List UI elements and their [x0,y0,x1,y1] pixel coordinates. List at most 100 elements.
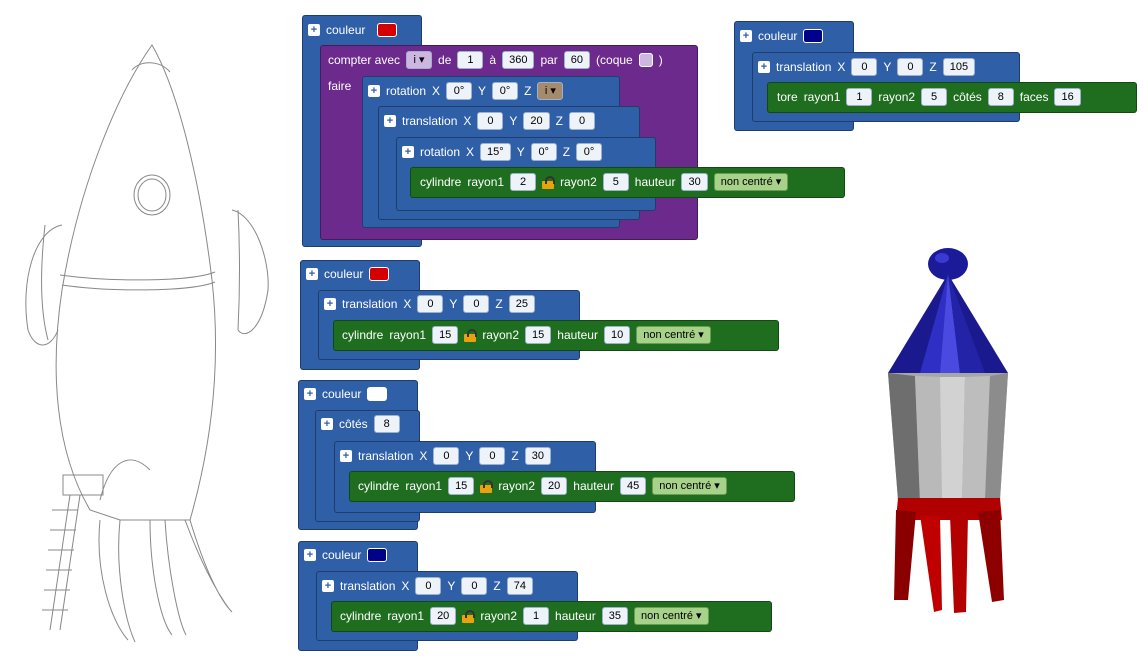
rotation-x-input[interactable]: 0° [446,82,473,100]
hauteur-label: hauteur [557,328,598,342]
translation-x-input[interactable]: 0 [417,295,444,313]
rayon1-input[interactable]: 1 [846,88,873,106]
rotation-y-input[interactable]: 0° [492,82,519,100]
loop-a-label: à [489,53,497,67]
rotation-label: rotation [420,145,461,159]
translation-x-input[interactable]: 0 [415,577,442,595]
translation-y-input[interactable]: 0 [463,295,490,313]
translation-y-input[interactable]: 20 [523,112,550,130]
lock-icon[interactable] [542,176,556,189]
translation-y-input[interactable]: 0 [461,577,488,595]
rotation-z-variable[interactable]: i ▾ [537,82,564,100]
plus-icon[interactable]: + [740,30,752,42]
color-swatch[interactable] [803,29,824,43]
rotation-x-input[interactable]: 15° [480,143,511,161]
faces-input[interactable]: 16 [1054,88,1081,106]
plus-icon[interactable]: + [304,388,316,400]
lock-icon[interactable] [462,610,476,623]
plus-icon[interactable]: + [324,298,336,310]
x-label: X [419,449,428,463]
rocket-sketch [25,44,269,643]
x-label: X [403,297,412,311]
plus-icon[interactable]: + [308,24,320,36]
cylindre-label: cylindre [420,175,462,189]
translation-y-input[interactable]: 0 [479,447,506,465]
hauteur-input[interactable]: 45 [619,477,647,495]
y-label: Y [516,145,525,159]
cylinder-block-4[interactable] [331,601,772,632]
plus-icon[interactable]: + [758,61,770,73]
rayon2-label: rayon2 [878,90,916,104]
loop-step-input[interactable]: 60 [563,51,591,69]
rayon1-label: rayon1 [387,609,425,623]
translation-x-input[interactable]: 0 [477,112,504,130]
rayon2-label: rayon2 [480,609,518,623]
translation-z-input[interactable]: 74 [506,577,533,595]
rayon2-label: rayon2 [482,328,520,342]
translation-x-input[interactable]: 0 [851,58,878,76]
plus-icon[interactable]: + [384,115,396,127]
couleur-label: couleur [324,267,364,281]
loop-coque-label: (coque [596,53,633,67]
rotation-z-input[interactable]: 0° [576,143,603,161]
plus-icon[interactable]: + [322,580,334,592]
coque-checkbox[interactable] [638,53,653,67]
rayon2-input[interactable]: 15 [525,326,552,344]
rayon1-input[interactable]: 20 [430,607,457,625]
translation-z-input[interactable]: 30 [524,447,551,465]
rayon2-input[interactable]: 1 [523,607,550,625]
cotes-label: côtés [339,417,368,431]
plus-icon[interactable]: + [340,450,352,462]
translation-z-input[interactable]: 0 [569,112,595,130]
cotes-input[interactable]: 8 [987,88,1014,106]
hauteur-input[interactable]: 35 [601,607,628,625]
rayon1-input[interactable]: 15 [448,477,475,495]
rayon1-label: rayon1 [389,328,427,342]
z-label: Z [929,60,937,74]
rayon1-label: rayon1 [467,175,505,189]
rayon2-input[interactable]: 5 [602,173,629,191]
cotes-label: côtés [953,90,982,104]
color-swatch[interactable] [367,548,388,562]
couleur-label: couleur [758,29,798,43]
loop-variable-dropdown[interactable]: i ▾ [406,51,433,69]
lock-icon[interactable] [464,329,478,342]
centre-dropdown[interactable]: non centré ▾ [652,477,727,495]
color-swatch[interactable] [377,23,398,37]
hauteur-input[interactable]: 30 [681,173,708,191]
translation-z-input[interactable]: 25 [508,295,535,313]
plus-icon[interactable]: + [306,268,318,280]
y-label: Y [449,297,458,311]
rotation-y-input[interactable]: 0° [530,143,557,161]
rayon2-input[interactable]: 5 [921,88,948,106]
y-label: Y [465,449,474,463]
rotation-label: rotation [386,84,427,98]
x-label: X [466,145,475,159]
couleur-label: couleur [322,548,362,562]
color-swatch[interactable] [369,267,390,281]
loop-from-input[interactable]: 1 [457,51,484,69]
translation-y-input[interactable]: 0 [897,58,924,76]
loop-to-input[interactable]: 360 [502,51,535,69]
rocket-3d-preview [888,248,1008,613]
translation-label: translation [402,114,458,128]
translation-x-input[interactable]: 0 [433,447,460,465]
lock-icon[interactable] [480,480,494,493]
plus-icon[interactable]: + [368,85,380,97]
cotes-input[interactable]: 8 [373,415,400,433]
plug-icon [371,25,376,35]
plus-icon[interactable]: + [304,549,316,561]
translation-z-input[interactable]: 105 [942,58,976,76]
rayon1-input[interactable]: 15 [432,326,459,344]
color-swatch[interactable] [367,387,388,401]
rayon1-input[interactable]: 2 [510,173,537,191]
plus-icon[interactable]: + [402,146,414,158]
centre-dropdown[interactable]: non centré ▾ [633,607,709,625]
centre-dropdown[interactable]: non centré ▾ [636,326,711,344]
hauteur-input[interactable]: 10 [603,326,631,344]
rayon2-input[interactable]: 20 [541,477,568,495]
translation-label: translation [776,60,832,74]
y-label: Y [509,114,518,128]
centre-dropdown[interactable]: non centré ▾ [713,173,789,191]
plus-icon[interactable]: + [321,418,333,430]
